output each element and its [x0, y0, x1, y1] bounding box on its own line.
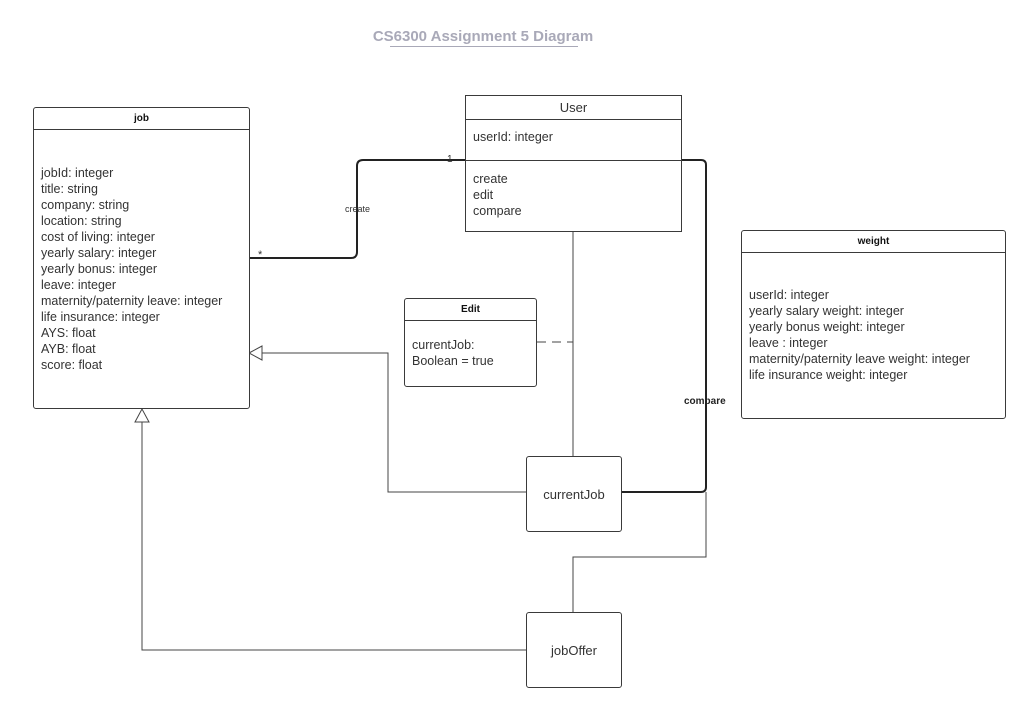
job-attribute: leave: integer [41, 278, 117, 292]
user-attribute: userId: integer [473, 130, 553, 144]
job-attributes: jobId: integer title: string company: st… [34, 130, 249, 373]
compare-label: compare [684, 396, 726, 407]
user-class-name: User [466, 96, 681, 120]
weight-attribute: maternity/paternity leave weight: intege… [749, 352, 970, 366]
multiplicity-many: * [258, 249, 263, 261]
weight-attribute: life insurance weight: integer [749, 368, 908, 382]
job-offer-class[interactable]: jobOffer [526, 612, 622, 688]
user-operation: compare [473, 204, 522, 218]
user-attributes: userId: integer [466, 120, 681, 161]
currentjob-generalization-arrow [247, 345, 263, 361]
job-attribute: jobId: integer [41, 166, 114, 180]
job-attribute: title: string [41, 182, 98, 196]
edit-attribute: Boolean = true [412, 354, 494, 368]
weight-attributes: userId: integer yearly salary weight: in… [742, 253, 1005, 383]
joboffer-generalization-line [141, 422, 526, 651]
job-attribute: location: string [41, 214, 122, 228]
edit-attributes: currentJob: Boolean = true [405, 321, 536, 369]
title-underline [390, 46, 578, 47]
current-job-label: currentJob [543, 486, 605, 502]
job-attribute: company: string [41, 198, 130, 212]
edit-class[interactable]: Edit currentJob: Boolean = true [404, 298, 537, 387]
user-operation: create [473, 172, 508, 186]
user-operation: edit [473, 188, 494, 202]
diagram-title: CS6300 Assignment 5 Diagram [372, 28, 594, 45]
user-class[interactable]: User userId: integer create edit compare [465, 95, 682, 232]
job-attribute: AYS: float [41, 326, 96, 340]
joboffer-generalization-arrow [134, 407, 150, 423]
compare-association-line [621, 159, 707, 493]
job-attribute: cost of living: integer [41, 230, 155, 244]
job-offer-label: jobOffer [550, 642, 597, 658]
edit-class-name: Edit [405, 299, 536, 321]
weight-attribute: leave : integer [749, 336, 828, 350]
weight-class[interactable]: weight userId: integer yearly salary wei… [741, 230, 1006, 419]
multiplicity-one: 1 [447, 154, 453, 165]
job-attribute: yearly bonus: integer [41, 262, 158, 276]
weight-attribute: yearly bonus weight: integer [749, 320, 905, 334]
job-attribute: score: float [41, 358, 103, 372]
job-class-name: job [34, 108, 249, 130]
job-attribute: AYB: float [41, 342, 96, 356]
currentjob-generalization-line [262, 352, 526, 493]
user-operations: create edit compare [466, 161, 681, 224]
job-attribute: maternity/paternity leave: integer [41, 294, 223, 308]
weight-attribute: userId: integer [749, 288, 829, 302]
edit-attribute: currentJob: [412, 338, 475, 352]
compare-joboffer-line [572, 492, 707, 612]
weight-attribute: yearly salary weight: integer [749, 304, 904, 318]
job-attribute: life insurance: integer [41, 310, 160, 324]
job-attribute: yearly salary: integer [41, 246, 157, 260]
create-label: create [345, 204, 371, 214]
current-job-class[interactable]: currentJob [526, 456, 622, 532]
job-class[interactable]: job jobId: integer title: string company… [33, 107, 250, 409]
weight-class-name: weight [742, 231, 1005, 253]
create-association-line [249, 159, 465, 259]
